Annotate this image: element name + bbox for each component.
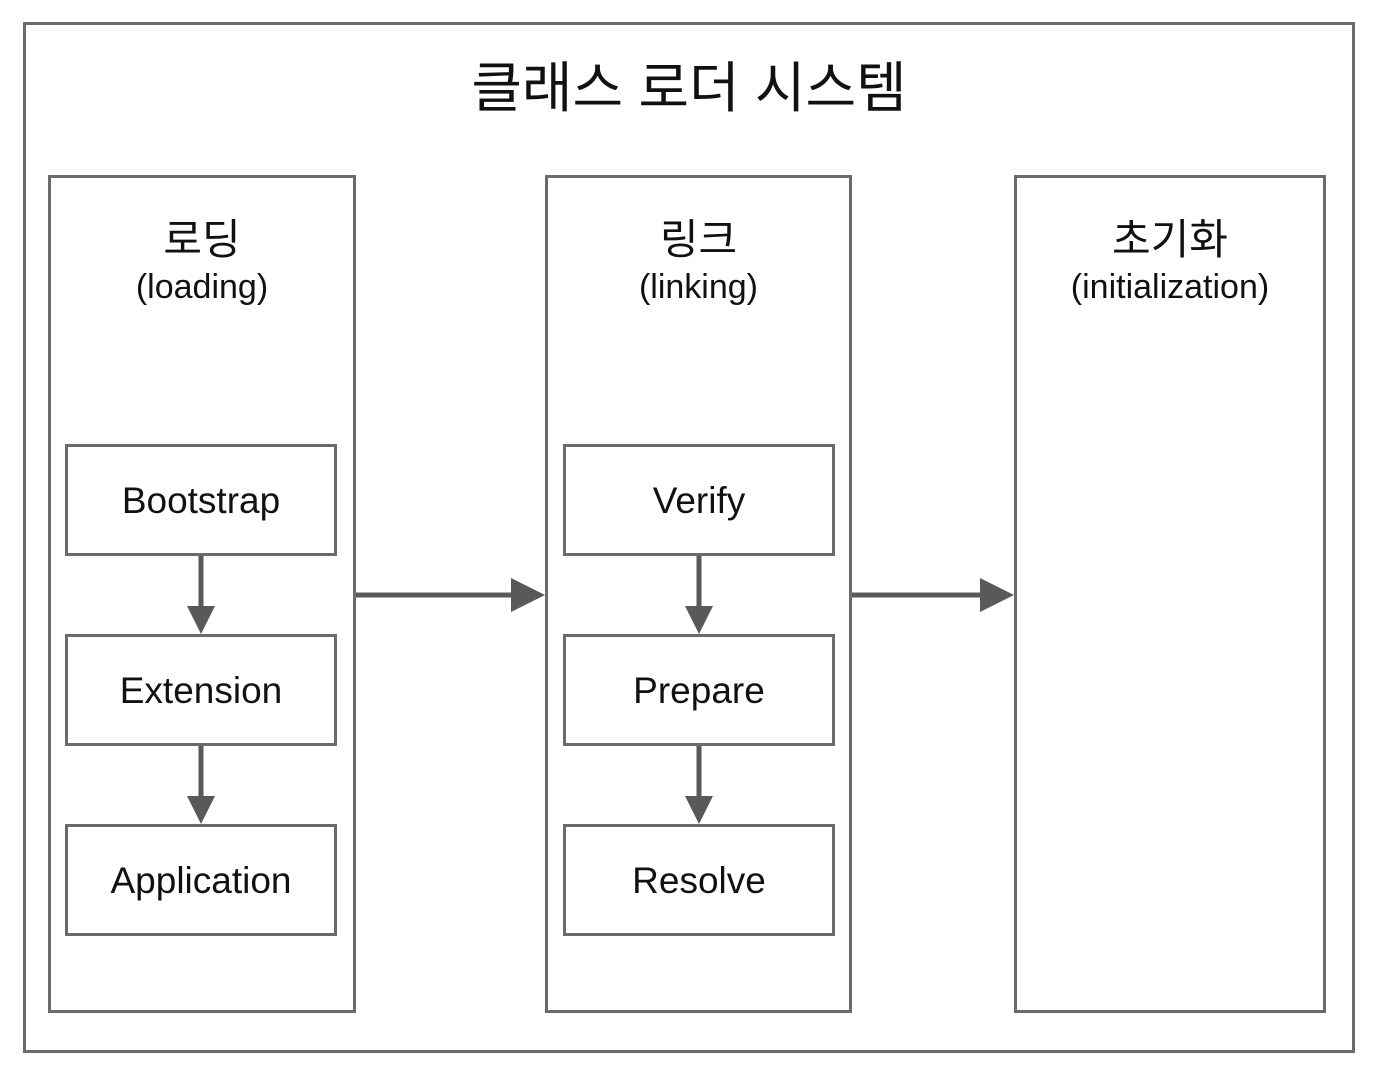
phase-title-ko-initialization: 초기화 — [1112, 216, 1228, 263]
step-box-bootstrap[interactable]: Bootstrap — [65, 444, 337, 556]
step-label-resolve: Resolve — [632, 859, 766, 901]
step-label-prepare: Prepare — [633, 669, 765, 711]
phase-header-linking: 링크 (linking) — [548, 216, 849, 308]
phase-header-initialization: 초기화 (initialization) — [1017, 216, 1323, 308]
step-box-resolve[interactable]: Resolve — [563, 824, 835, 936]
step-label-verify: Verify — [652, 479, 746, 521]
step-label-extension: Extension — [119, 669, 283, 711]
page-title: 클래스 로더 시스템 — [471, 57, 907, 119]
phase-title-ko-loading: 로딩 — [163, 216, 241, 263]
step-box-extension[interactable]: Extension — [65, 634, 337, 746]
phase-title-en-loading: (loading) — [135, 268, 269, 307]
phase-column-initialization: 초기화 (initialization) — [1014, 175, 1326, 1013]
step-label-application: Application — [110, 859, 292, 901]
step-label-bootstrap: Bootstrap — [121, 479, 281, 521]
step-box-prepare[interactable]: Prepare — [563, 634, 835, 746]
phase-title-en-initialization: (initialization) — [1070, 268, 1270, 307]
phase-title-en-linking: (linking) — [638, 268, 759, 307]
phase-header-loading: 로딩 (loading) — [51, 216, 353, 308]
step-box-verify[interactable]: Verify — [563, 444, 835, 556]
phase-title-ko-linking: 링크 — [659, 216, 738, 263]
step-box-application[interactable]: Application — [65, 824, 337, 936]
